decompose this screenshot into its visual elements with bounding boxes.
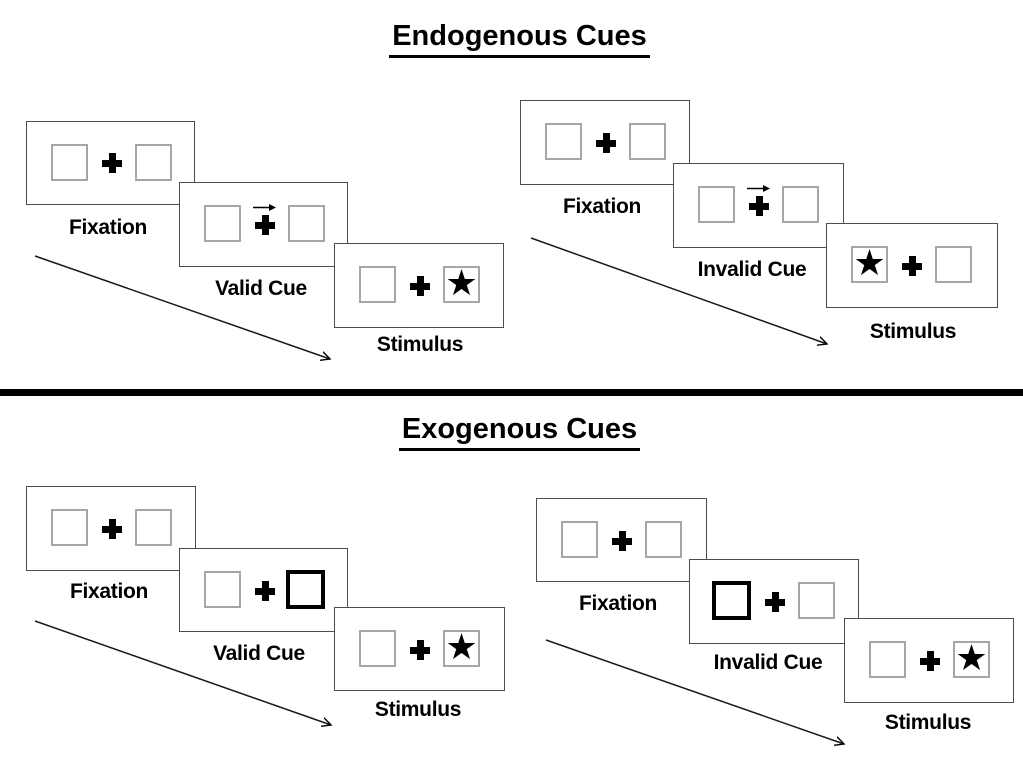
fixation-cross-icon	[410, 640, 430, 660]
target-box-right: ★	[443, 626, 480, 668]
placeholder-box-left	[359, 630, 396, 667]
panel-label: Fixation	[68, 216, 148, 239]
endogenous-valid-fixation-panel	[26, 121, 195, 205]
endogenous-valid-cue-panel	[179, 182, 348, 267]
placeholder-box-right	[629, 123, 666, 160]
placeholder-box-right	[645, 521, 682, 558]
highlighted-cue-box-right	[286, 570, 325, 609]
right-arrow-icon	[253, 204, 276, 211]
placeholder-box-right	[782, 186, 819, 223]
placeholder-box-left	[545, 123, 582, 160]
sequence-arrow-exogenous-valid	[34, 620, 331, 725]
placeholder-box-left	[561, 521, 598, 558]
placeholder-box-right	[135, 144, 172, 181]
placeholder-box-left	[698, 186, 735, 223]
fixation-cross-icon	[765, 592, 785, 612]
exogenous-valid-cue-panel	[179, 548, 348, 632]
sequence-arrow-exogenous-invalid	[545, 639, 844, 744]
section-title-endogenous: Endogenous Cues	[0, 20, 1023, 58]
exogenous-valid-fixation-panel	[26, 486, 196, 571]
placeholder-box-left	[51, 509, 88, 546]
placeholder-box-right	[935, 246, 972, 283]
target-box-right: ★	[953, 637, 990, 679]
target-box-left: ★	[851, 242, 888, 284]
right-arrow-icon	[747, 185, 770, 192]
fixation-cross-icon	[102, 519, 122, 539]
panel-label: Fixation	[578, 592, 658, 615]
endogenous-valid-stimulus-panel: ★	[334, 243, 504, 328]
placeholder-box-left	[204, 205, 241, 242]
panel-label: Fixation	[562, 195, 642, 218]
placeholder-box-right	[288, 205, 325, 242]
fixation-cross-icon	[749, 196, 769, 216]
panel-label: Stimulus	[884, 711, 972, 734]
highlighted-cue-box-left	[712, 581, 751, 620]
placeholder-box-right	[135, 509, 172, 546]
panel-label: Stimulus	[374, 698, 462, 721]
placeholder-box-left	[869, 641, 906, 678]
exogenous-invalid-cue-panel	[689, 559, 859, 644]
star-icon: ★	[445, 262, 478, 304]
fixation-cross-icon	[255, 215, 275, 235]
fixation-cross-icon	[410, 276, 430, 296]
fixation-cross-icon	[920, 651, 940, 671]
star-icon: ★	[955, 637, 988, 679]
fixation-cross-icon	[102, 153, 122, 173]
panel-label: Fixation	[69, 580, 149, 603]
fixation-cross-icon	[596, 133, 616, 153]
panel-label: Valid Cue	[213, 642, 305, 665]
panel-label: Invalid Cue	[697, 258, 807, 281]
placeholder-box-left	[51, 144, 88, 181]
endogenous-invalid-stimulus-panel: ★	[826, 223, 998, 308]
section-divider	[0, 389, 1023, 396]
endogenous-invalid-cue-panel	[673, 163, 844, 248]
exogenous-invalid-stimulus-panel: ★	[844, 618, 1014, 703]
target-box-right: ★	[443, 262, 480, 304]
panel-label: Invalid Cue	[713, 651, 823, 674]
panel-label: Stimulus	[869, 320, 957, 343]
sequence-arrow-endogenous-valid	[34, 255, 330, 359]
placeholder-box-right	[798, 582, 835, 619]
sequence-arrow-endogenous-invalid	[530, 237, 827, 344]
exogenous-valid-stimulus-panel: ★	[334, 607, 505, 691]
star-icon: ★	[853, 242, 886, 284]
exogenous-invalid-fixation-panel	[536, 498, 707, 582]
panel-label: Stimulus	[376, 333, 464, 356]
fixation-cross-icon	[255, 581, 275, 601]
star-icon: ★	[445, 626, 478, 668]
endogenous-invalid-fixation-panel	[520, 100, 690, 185]
panel-label: Valid Cue	[215, 277, 307, 300]
placeholder-box-left	[204, 571, 241, 608]
section-title-exogenous: Exogenous Cues	[0, 413, 1023, 451]
fixation-cross-icon	[902, 256, 922, 276]
fixation-cross-icon	[612, 531, 632, 551]
placeholder-box-left	[359, 266, 396, 303]
